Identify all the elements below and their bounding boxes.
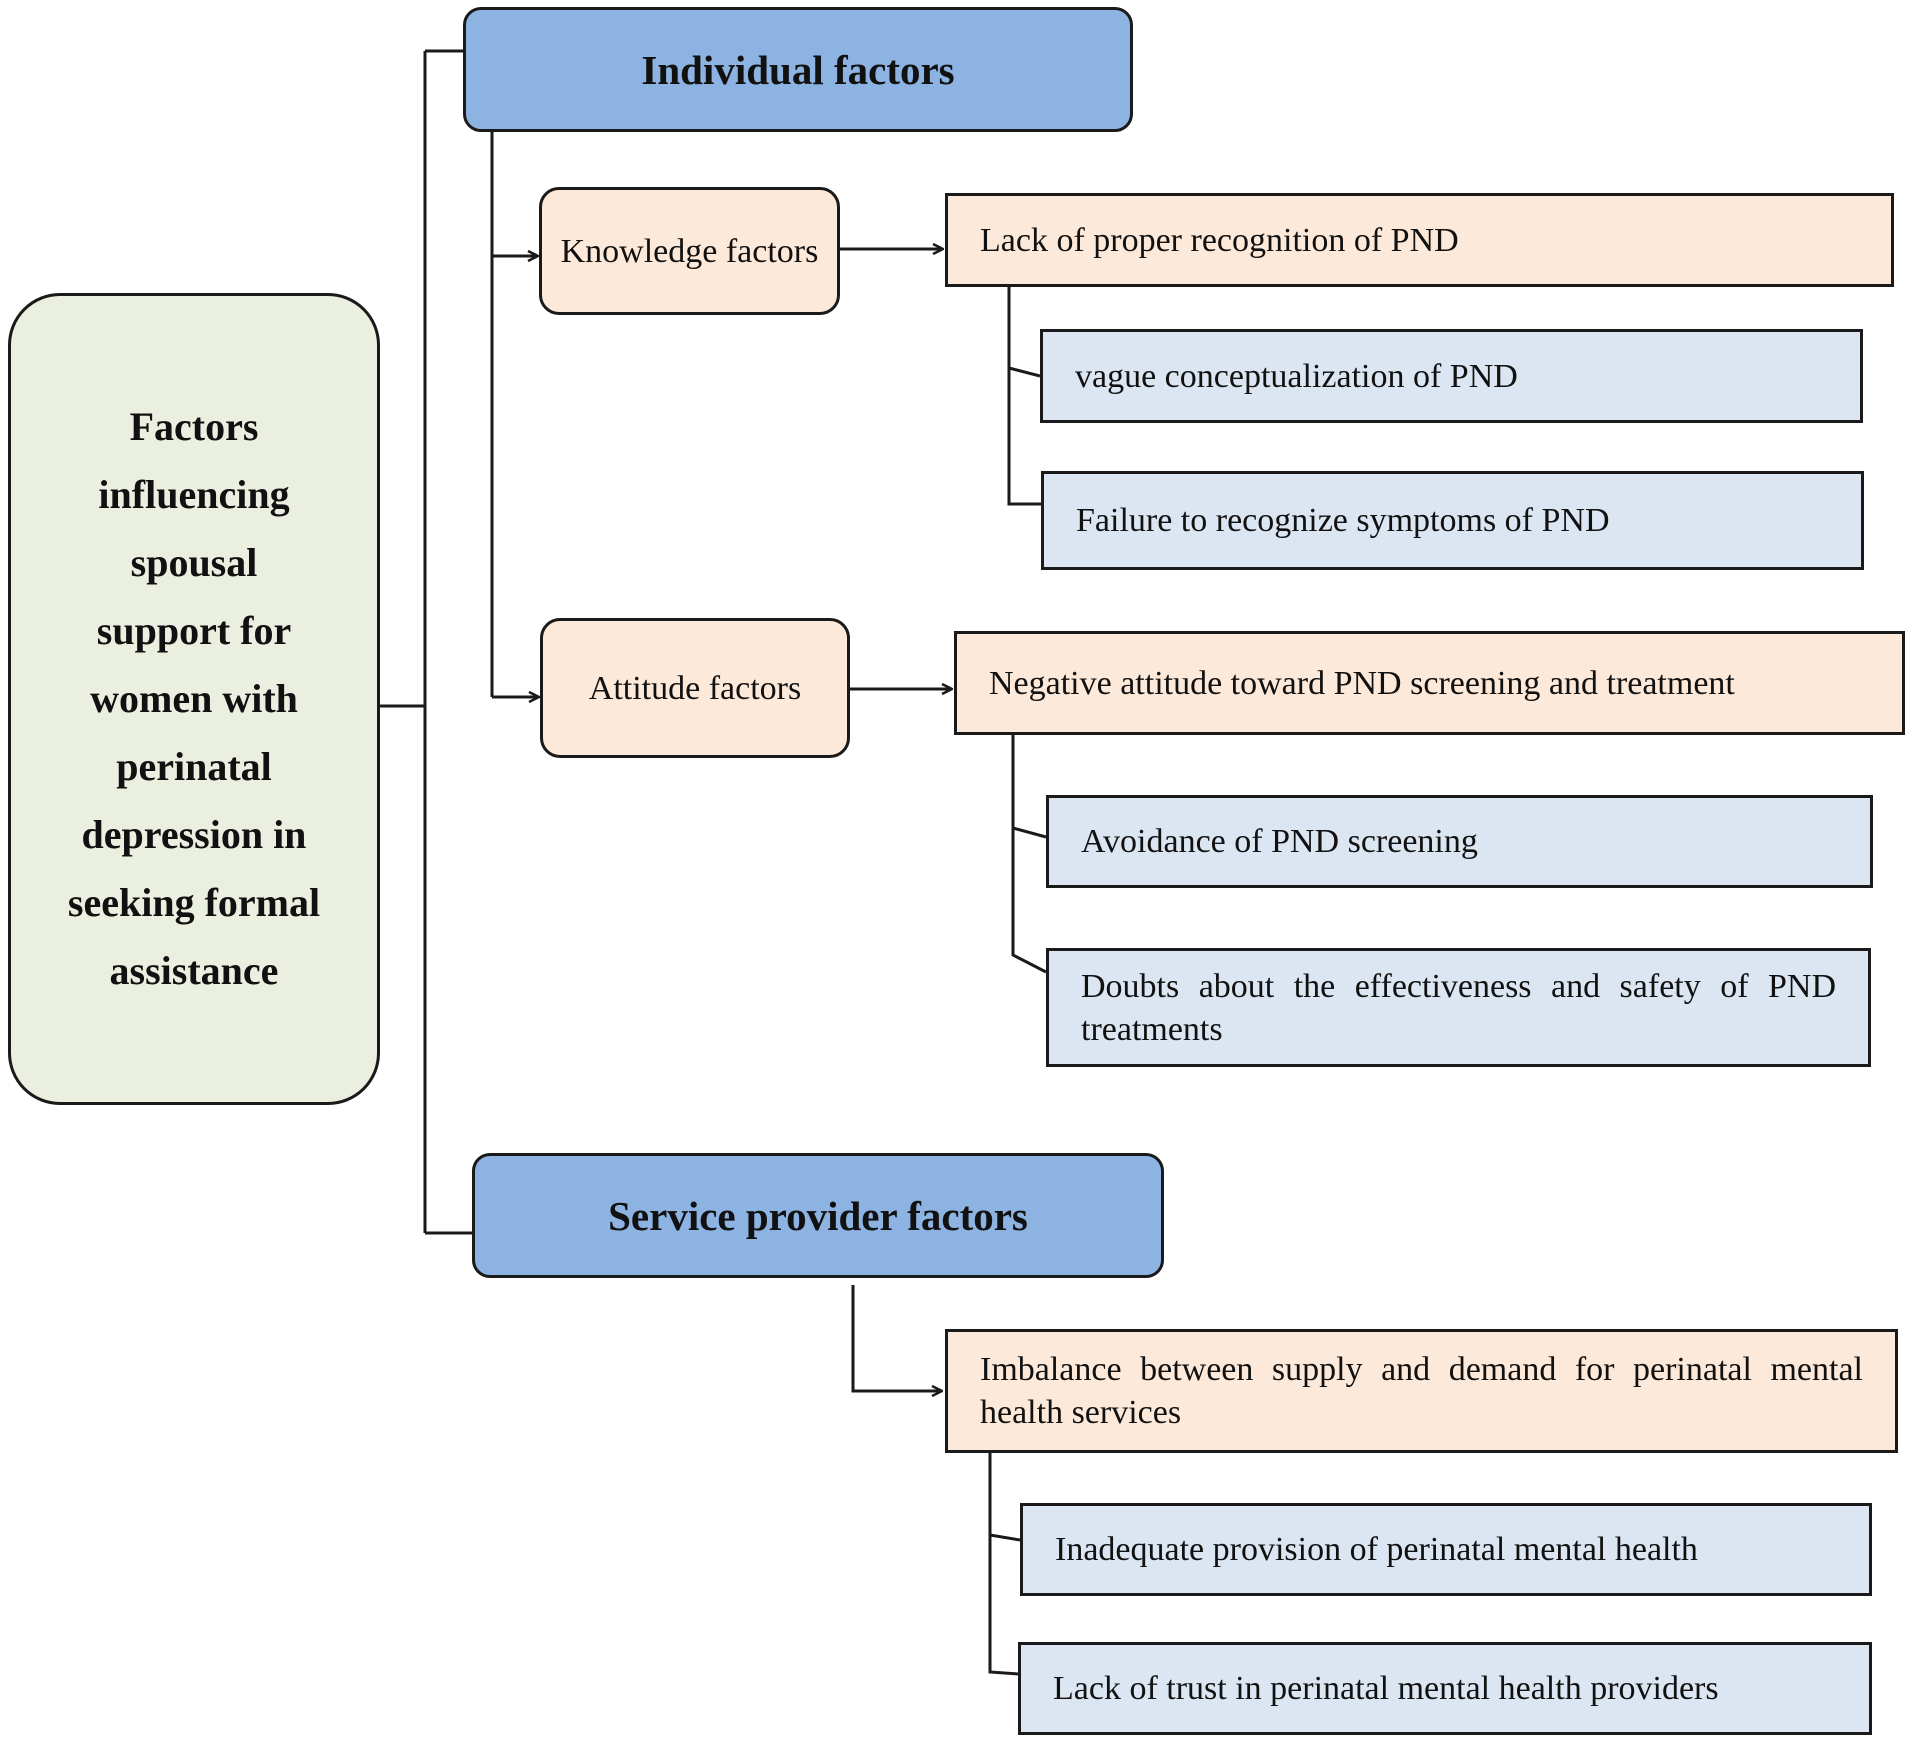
- connector-knowledge-leaves: [1007, 287, 1041, 506]
- service-item-1-box: Inadequate provision of perinatal mental…: [1020, 1503, 1872, 1596]
- attitude-item-2-box: Doubts about the effectiveness and safet…: [1046, 948, 1871, 1067]
- connector-attitude-leaves: [1011, 735, 1047, 974]
- service-provider-factors-label: Service provider factors: [608, 1192, 1028, 1239]
- arrow-to-service-theme: [851, 1285, 942, 1391]
- knowledge-item-2-label: Failure to recognize symptoms of PND: [1076, 502, 1610, 539]
- knowledge-item-2-box: Failure to recognize symptoms of PND: [1041, 471, 1864, 570]
- root-factor-label: Factors influencing spousal support for …: [67, 404, 321, 993]
- attitude-item-2-label: Doubts about the effectiveness and safet…: [1081, 967, 1836, 1048]
- attitude-theme-box: Negative attitude toward PND screening a…: [954, 631, 1905, 735]
- attitude-item-1-box: Avoidance of PND screening: [1046, 795, 1873, 888]
- service-theme-label: Imbalance between supply and demand for …: [980, 1351, 1863, 1431]
- service-item-2-box: Lack of trust in perinatal mental health…: [1018, 1642, 1872, 1735]
- knowledge-factors-box: Knowledge factors: [539, 187, 840, 315]
- knowledge-item-1-box: vague conceptualization of PND: [1040, 329, 1863, 423]
- knowledge-factors-label: Knowledge factors: [560, 232, 819, 270]
- attitude-theme-label: Negative attitude toward PND screening a…: [989, 664, 1735, 702]
- service-item-2-label: Lack of trust in perinatal mental health…: [1053, 1670, 1719, 1707]
- knowledge-theme-box: Lack of proper recognition of PND: [945, 193, 1894, 287]
- knowledge-theme-label: Lack of proper recognition of PND: [980, 221, 1459, 259]
- individual-factors-box: Individual factors: [463, 7, 1133, 132]
- service-item-1-label: Inadequate provision of perinatal mental…: [1055, 1531, 1698, 1568]
- service-provider-factors-box: Service provider factors: [472, 1153, 1164, 1278]
- individual-factors-label: Individual factors: [641, 46, 955, 93]
- connector-root-bracket: [380, 49, 472, 1235]
- root-factor-box: Factors influencing spousal support for …: [8, 293, 380, 1105]
- attitude-factors-label: Attitude factors: [588, 669, 802, 707]
- knowledge-item-1-label: vague conceptualization of PND: [1075, 357, 1518, 395]
- service-theme-box: Imbalance between supply and demand for …: [945, 1329, 1898, 1453]
- attitude-factors-box: Attitude factors: [540, 618, 850, 758]
- connector-service-leaves: [988, 1453, 1021, 1676]
- attitude-item-1-label: Avoidance of PND screening: [1081, 823, 1478, 860]
